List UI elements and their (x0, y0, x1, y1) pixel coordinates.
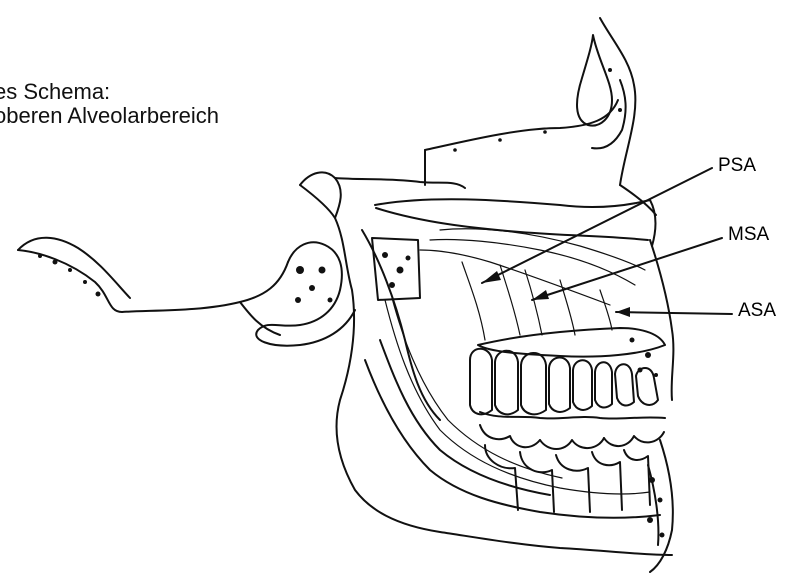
asa-label: ASA (738, 300, 776, 322)
psa-label: PSA (718, 155, 756, 177)
bone-texture (38, 68, 665, 538)
msa-leader-line (532, 238, 722, 300)
msa-label: MSA (728, 224, 769, 246)
psa-arrowhead (482, 271, 501, 283)
lower-teeth (480, 425, 664, 512)
upper-teeth (470, 349, 665, 419)
zygomatic-arch (18, 238, 355, 346)
psa-leader-line (482, 168, 712, 283)
maxilla-outline (375, 199, 673, 400)
asa-arrowhead (616, 307, 630, 317)
maxillary-nerve-branches (420, 229, 645, 340)
palate-shelf (478, 328, 665, 357)
leader-lines (482, 168, 732, 317)
asa-leader-line (616, 312, 732, 314)
msa-arrowhead (532, 290, 549, 300)
